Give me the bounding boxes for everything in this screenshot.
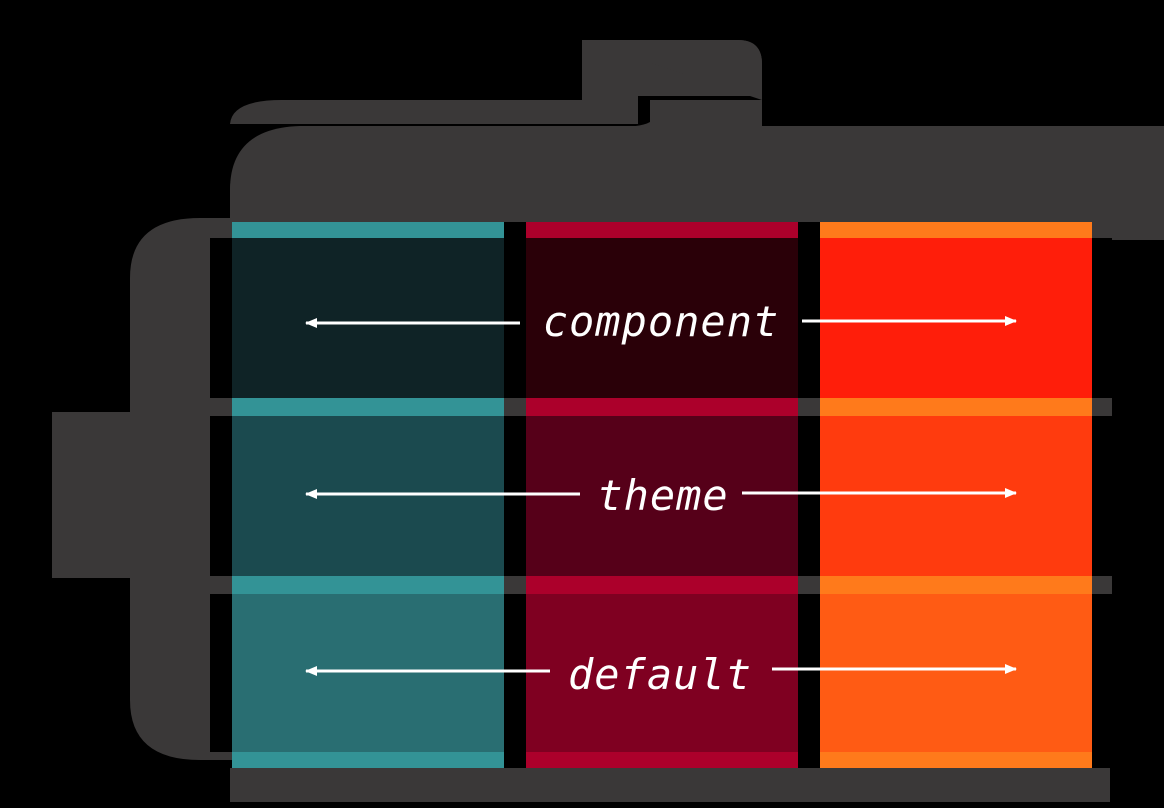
row-component: component <box>305 297 1017 346</box>
orange-cap-bottom <box>820 752 1092 768</box>
teal-divider-1 <box>232 398 504 416</box>
teal-cell-default <box>232 594 504 752</box>
crimson-column <box>526 222 798 768</box>
teal-divider-2 <box>232 576 504 594</box>
crimson-cell-default <box>526 594 798 752</box>
crimson-divider-1 <box>526 398 798 416</box>
crimson-divider-2 <box>526 576 798 594</box>
row-default: default <box>305 650 1017 699</box>
orange-cap-top <box>820 222 1092 238</box>
frame-bottom-strip <box>230 768 1110 802</box>
label-component: component <box>543 297 780 346</box>
frame-shape <box>52 40 1164 802</box>
label-theme: theme <box>597 471 728 520</box>
teal-cell-theme <box>232 416 504 576</box>
orange-divider-1 <box>820 398 1092 416</box>
teal-column <box>232 222 504 768</box>
crimson-cap-bottom <box>526 752 798 768</box>
frame-right-strip <box>1092 218 1164 240</box>
teal-cap-top <box>232 222 504 238</box>
orange-cell-component <box>820 238 1092 398</box>
frame-top-tab <box>230 40 762 124</box>
crimson-cell-component <box>526 238 798 398</box>
orange-divider-2 <box>820 576 1092 594</box>
orange-column <box>820 222 1092 768</box>
frame-top-bracket <box>230 40 1164 222</box>
orange-cell-default <box>820 594 1092 752</box>
label-default: default <box>568 650 752 699</box>
teal-cap-bottom <box>232 752 504 768</box>
crimson-cap-top <box>526 222 798 238</box>
orange-cell-theme <box>820 416 1092 576</box>
frame-left-bracket <box>52 218 232 760</box>
row-theme: theme <box>305 471 1017 520</box>
teal-cell-component <box>232 238 504 398</box>
crimson-cell-theme <box>526 416 798 576</box>
